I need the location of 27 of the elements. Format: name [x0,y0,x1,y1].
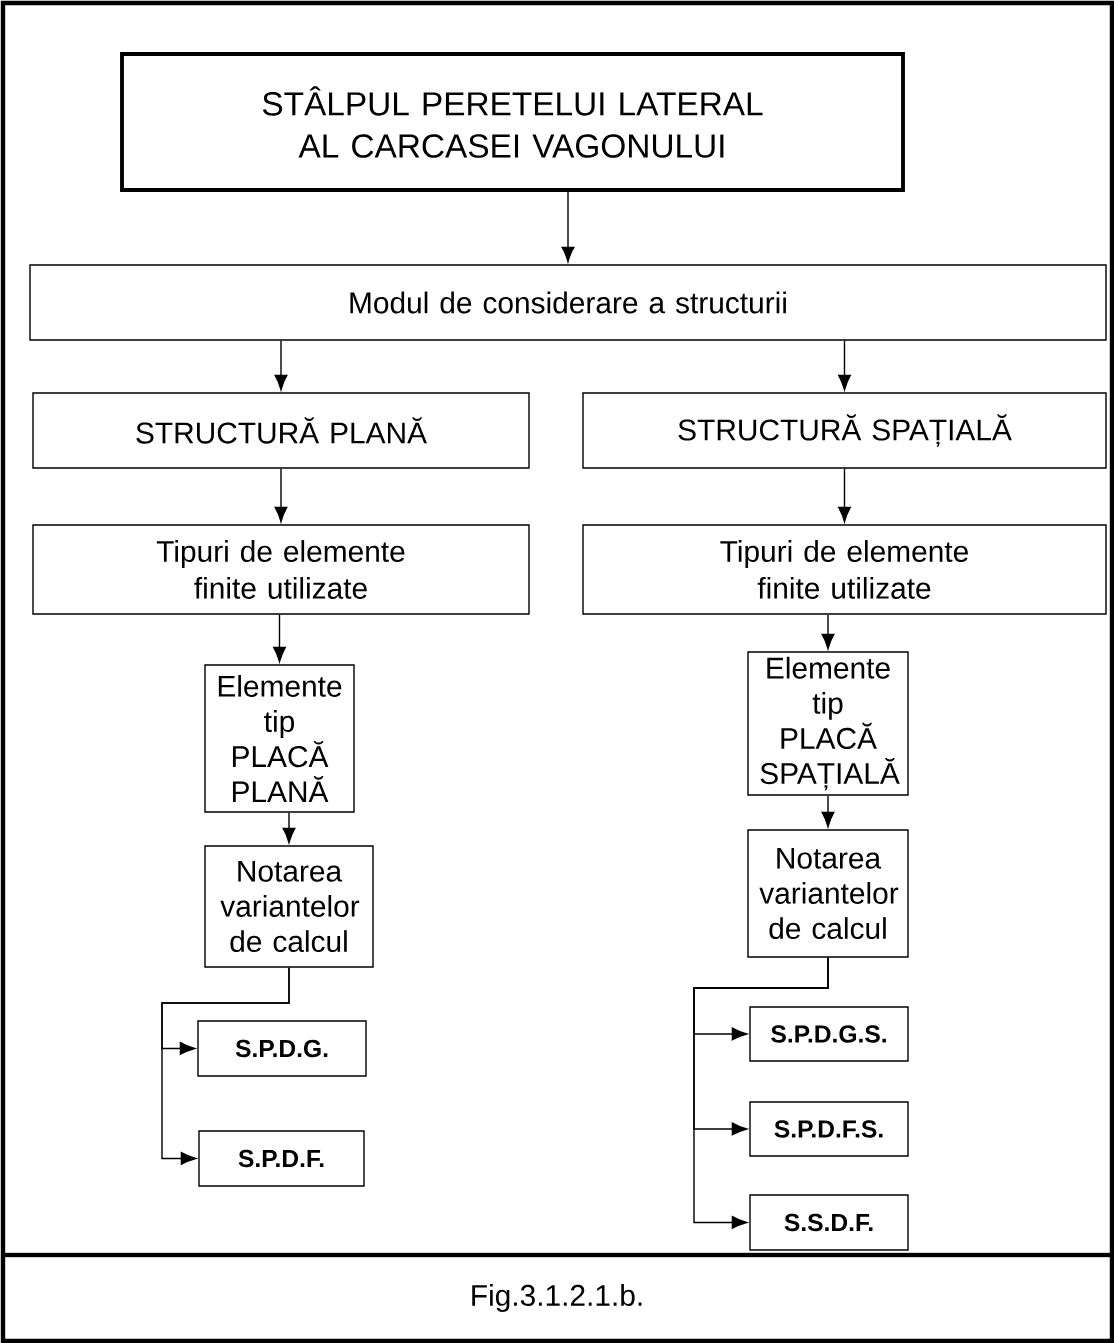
arrow [821,614,835,650]
arrow [161,967,290,1165]
result-box: S.S.D.F. [749,1194,909,1251]
figure-caption: Fig.3.1.2.1.b. [472,1284,642,1312]
title-box: STÂLPUL PERETELUI LATERAL AL CARCASEI VAGONULUI [120,52,905,192]
process-box: STRUCTURĂ PLANĂ [32,392,530,469]
arrow [821,795,835,828]
process-box: Notarea variantelor de calcul [747,829,909,958]
arrow [561,191,575,263]
process-box: Elemente tip PLACĂ SPAȚIALĂ [747,651,909,796]
arrow [282,812,296,844]
result-box: S.P.D.G.S. [749,1006,909,1062]
result-box: S.P.D.F. [198,1130,365,1187]
arrow [274,340,288,391]
arrow [274,468,288,523]
result-box: S.P.D.F.S. [749,1101,909,1157]
process-box: Elemente tip PLACĂ PLANĂ [204,664,355,813]
process-box: Notarea variantelor de calcul [204,845,374,968]
arrow [838,340,851,391]
arrow [693,957,829,1229]
arrow [273,614,286,663]
process-box: STRUCTURĂ SPAȚIALĂ [582,392,1107,469]
process-box: Tipuri de elemente finite utilizate [32,524,530,615]
arrow [838,468,851,523]
process-box: Tipuri de elemente finite utilizate [582,524,1107,615]
result-box: S.P.D.G. [197,1020,367,1077]
process-box: Modul de considerare a structurii [29,264,1107,341]
